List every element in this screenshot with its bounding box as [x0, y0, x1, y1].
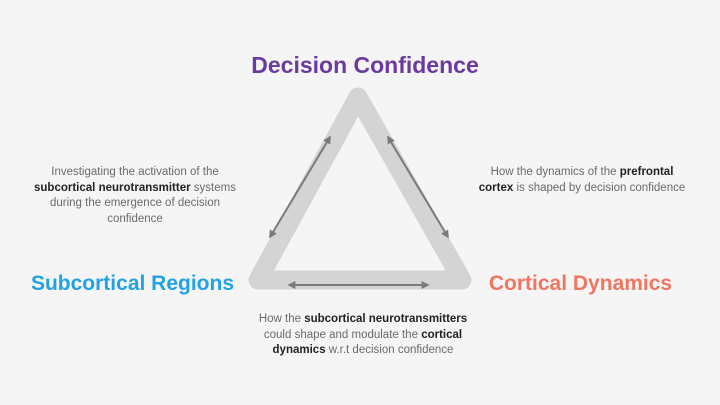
arrow-left-edge: [269, 135, 331, 239]
node-subcortical-regions: Subcortical Regions: [30, 272, 235, 295]
desc-right-text2: is shaped by decision confidence: [513, 181, 686, 194]
description-subcortical: Investigating the activation of the subc…: [20, 165, 250, 227]
description-cortical: How the dynamics of the prefrontal corte…: [462, 165, 702, 196]
desc-right-bold1: prefrontal: [619, 166, 674, 178]
desc-bottom-text2: could shape and modulate the: [263, 328, 422, 341]
desc-left-line1: Investigating the activation of the: [51, 166, 219, 178]
desc-left-line4: confidence: [107, 212, 163, 225]
node-decision-confidence: Decision Confidence: [251, 52, 479, 78]
desc-bottom-text3: w.r.t decision confidence: [325, 344, 454, 356]
node-cortical-dynamics: Cortical Dynamics: [488, 272, 673, 295]
desc-right-text1: How the dynamics of the: [490, 166, 620, 178]
desc-bottom-bold2: cortical: [421, 328, 463, 341]
desc-bottom-bold1: subcortical neurotransmitters: [304, 313, 468, 325]
arrow-right-edge: [387, 135, 449, 239]
desc-left-line2: systems: [190, 181, 236, 194]
desc-bottom-text1: How the: [258, 313, 305, 325]
desc-right-bold2: cortex: [478, 181, 514, 194]
desc-bottom-bold3: dynamics: [272, 344, 326, 356]
description-link: How the subcortical neurotransmitters co…: [228, 312, 498, 359]
desc-left-bold1: subcortical neurotransmitter: [34, 181, 191, 194]
triangle-outline: [248, 87, 472, 290]
desc-left-line3: during the emergence of decision: [49, 197, 221, 209]
